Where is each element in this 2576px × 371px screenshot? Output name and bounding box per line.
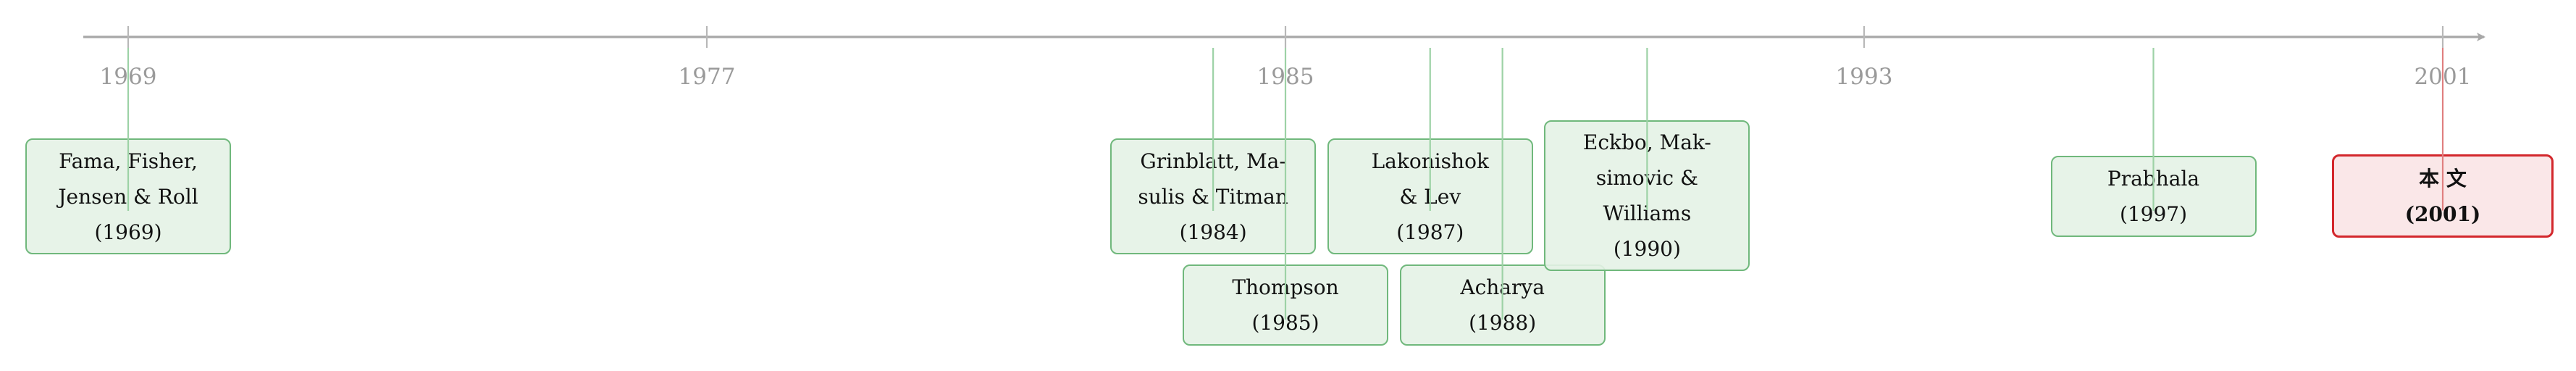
study-box-text-line: (1987) <box>1396 220 1464 244</box>
study-box-text-line: (1997) <box>2119 202 2188 226</box>
axis-tick-label-2001: 2001 <box>2415 64 2472 90</box>
study-box-prabhala: Prabhala (1997) <box>2050 156 2257 237</box>
study-box-text-line: Thompson <box>1232 275 1339 299</box>
study-box-text-line: simovic & <box>1595 166 1698 190</box>
study-box-text-line: sulis & Titman <box>1138 184 1288 209</box>
study-box-text-line: Eckbo, Mak- <box>1582 130 1711 154</box>
study-box-acharya: Acharya (1988) <box>1399 264 1606 346</box>
study-box-text-line: (1988) <box>1469 311 1537 335</box>
axis-tick-label-1993: 1993 <box>1836 64 1893 90</box>
study-box-eckbo-maksimovic-williams: Eckbo, Mak-simovic & Williams (1990) <box>1544 120 1750 271</box>
study-box-text-line: (1990) <box>1613 237 1681 261</box>
study-box-thompson: Thompson (1985) <box>1183 264 1388 346</box>
axis-tick-label-1977: 1977 <box>679 64 736 90</box>
study-box-text-line: 本 文 <box>2419 166 2467 191</box>
study-box-text-line: & Lev <box>1399 184 1461 209</box>
study-box-this-paper: 本 文 (2001) <box>2332 154 2554 238</box>
study-box-text-line: (1985) <box>1251 311 1320 335</box>
axis-tick-label-1969: 1969 <box>100 64 157 90</box>
study-box-text-line: Fama, Fisher, <box>59 149 198 173</box>
study-box-text-line: Prabhala <box>2107 167 2200 191</box>
study-box-text-line: Jensen & Roll <box>58 184 198 209</box>
study-box-text-line: Lakonishok <box>1371 149 1489 173</box>
study-box-text-line: Williams <box>1603 201 1692 225</box>
study-box-text-line: (2001) <box>2404 201 2481 226</box>
study-box-text-line: (1969) <box>94 220 162 244</box>
study-box-lakonishok-lev: Lakonishok & Lev (1987) <box>1327 138 1533 254</box>
study-box-text-line: Grinblatt, Ma- <box>1140 149 1286 173</box>
axis-tick-layer: 1969 1977 1985 1993 2001 <box>100 26 2472 90</box>
study-box-grinblatt-masulis-titman: Grinblatt, Ma-sulis & Titman (1984) <box>1110 138 1317 254</box>
axis-tick-label-1985: 1985 <box>1257 64 1314 90</box>
study-box-text-line: (1984) <box>1179 220 1247 244</box>
study-box-text-line: Acharya <box>1460 275 1545 299</box>
study-box-fama-fisher-jensen-roll: Fama, Fisher, Jensen & Roll (1969) <box>25 138 231 254</box>
